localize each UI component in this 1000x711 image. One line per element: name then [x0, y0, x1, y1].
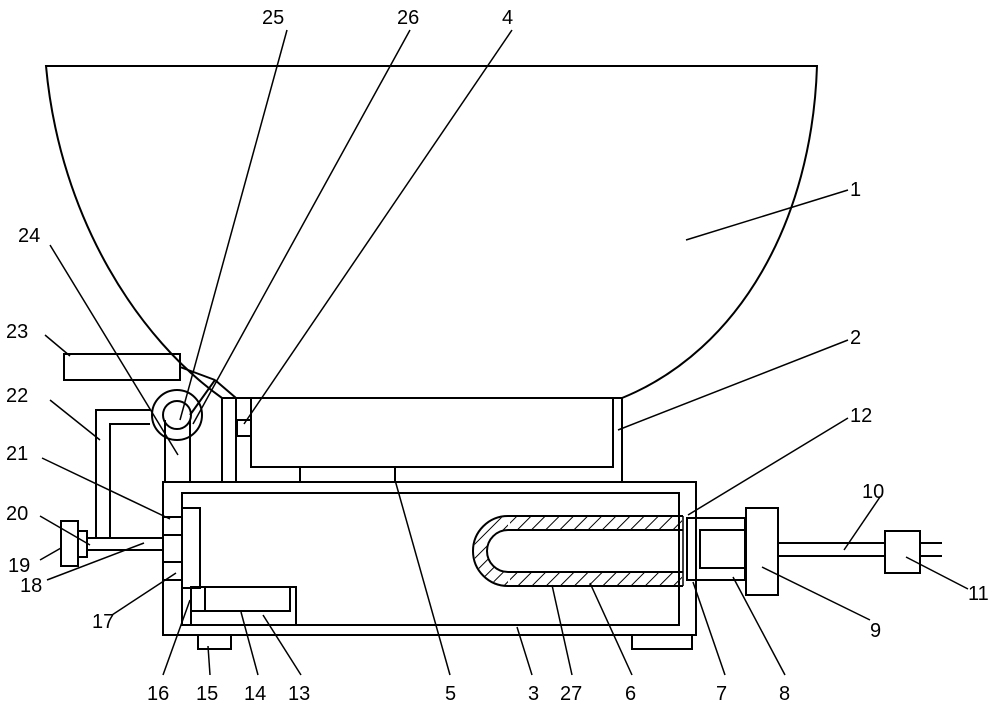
- flange-9: [746, 508, 778, 595]
- wheel-25: [163, 401, 191, 429]
- pipe-22: [96, 410, 150, 538]
- label-22: 22: [6, 385, 28, 407]
- label-16: 16: [147, 683, 169, 705]
- plate-17: [182, 508, 200, 588]
- hatch-top: [510, 517, 682, 529]
- box-14: [205, 587, 290, 611]
- knob-19: [61, 521, 78, 566]
- bowl: [46, 66, 817, 398]
- middle-box-outer: [236, 398, 622, 482]
- label-7: 7: [716, 683, 727, 705]
- label-26: 26: [397, 7, 419, 29]
- wheel-26: [152, 390, 202, 440]
- label-25: 25: [262, 7, 284, 29]
- label-4: 4: [502, 7, 513, 29]
- middle-box-inner: [251, 398, 613, 467]
- label-2: 2: [850, 327, 861, 349]
- label-18: 18: [20, 575, 42, 597]
- foot-left: [198, 635, 231, 649]
- label-1: 1: [850, 179, 861, 201]
- label-20: 20: [6, 503, 28, 525]
- label-15: 15: [196, 683, 218, 705]
- label-23: 23: [6, 321, 28, 343]
- label-24: 24: [18, 225, 40, 247]
- label-10: 10: [862, 481, 884, 503]
- part-labels: 25 26 4 1 2 12 10 11 9 8 7 6 27 3 5 13 1…: [6, 7, 989, 705]
- knob-20: [78, 531, 87, 557]
- label-21: 21: [6, 443, 28, 465]
- foot-right: [632, 635, 692, 649]
- label-5: 5: [445, 683, 456, 705]
- label-14: 14: [244, 683, 266, 705]
- small-valve-4: [237, 420, 251, 436]
- heating-tube-inner: [487, 530, 683, 572]
- label-3: 3: [528, 683, 539, 705]
- connector-8-inner: [700, 530, 745, 568]
- block-21-top: [163, 517, 182, 535]
- label-12: 12: [850, 405, 872, 427]
- plug-11: [885, 531, 920, 573]
- hatch-bottom: [510, 573, 682, 585]
- hatch-curve: [474, 517, 508, 585]
- label-13: 13: [288, 683, 310, 705]
- label-8: 8: [779, 683, 790, 705]
- block-21-bottom: [163, 562, 182, 580]
- label-17: 17: [92, 611, 114, 633]
- label-6: 6: [625, 683, 636, 705]
- label-19: 19: [8, 555, 30, 577]
- handle-23: [64, 354, 180, 380]
- label-9: 9: [870, 620, 881, 642]
- base-housing-outer: [163, 482, 696, 635]
- label-27: 27: [560, 683, 582, 705]
- label-11: 11: [968, 583, 989, 605]
